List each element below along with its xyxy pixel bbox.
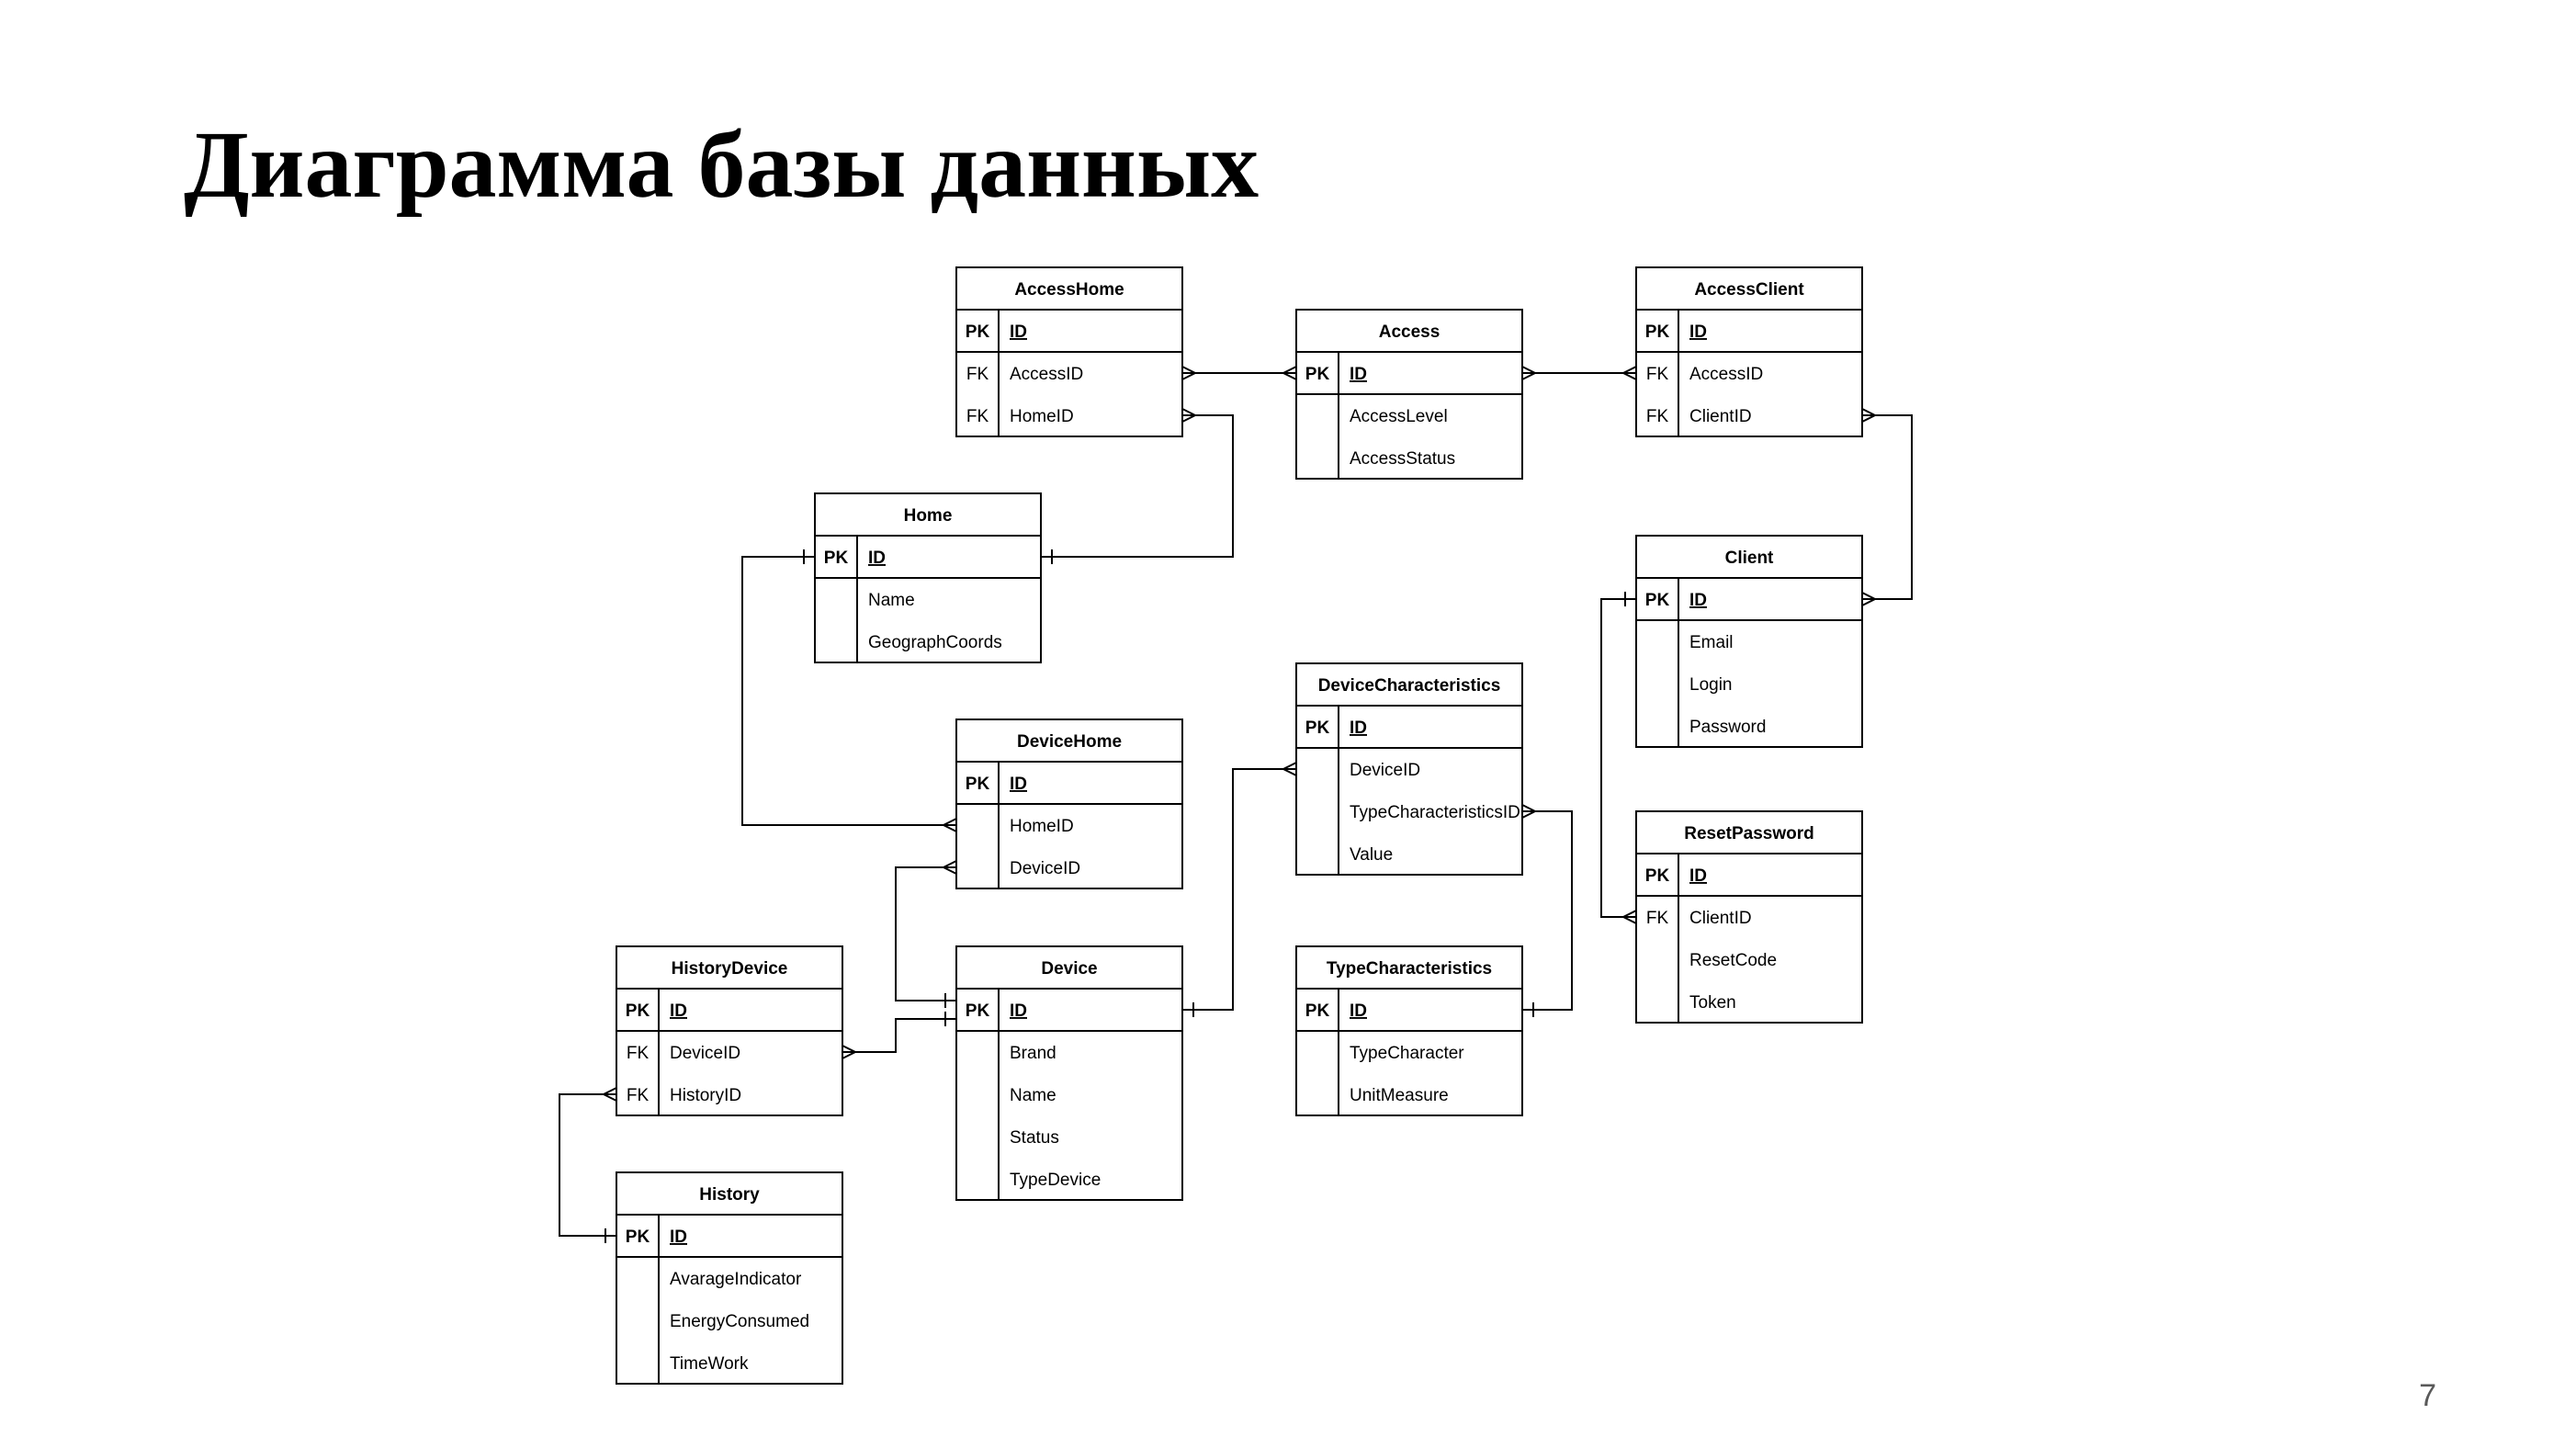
field-energy-consumed: EnergyConsumed bbox=[670, 1312, 809, 1331]
key-label: PK bbox=[1645, 322, 1670, 342]
field-name: Name bbox=[1010, 1086, 1056, 1105]
field-id: ID bbox=[1350, 1001, 1367, 1021]
relationship-connector bbox=[1861, 408, 1913, 606]
key-label: FK bbox=[966, 365, 989, 384]
relationship-connector bbox=[842, 1012, 956, 1059]
field-id: ID bbox=[670, 1001, 687, 1021]
entity-title: Device bbox=[1041, 959, 1097, 979]
field-password: Password bbox=[1689, 718, 1766, 737]
field-type-character: TypeCharacter bbox=[1350, 1044, 1464, 1063]
field-time-work: TimeWork bbox=[670, 1354, 749, 1374]
field-avarage-indicator: AvarageIndicator bbox=[670, 1270, 802, 1289]
field-type-device: TypeDevice bbox=[1010, 1171, 1101, 1190]
field-device-id: DeviceID bbox=[1010, 859, 1080, 878]
field-device-id: DeviceID bbox=[1350, 761, 1420, 780]
relationship-connector bbox=[1041, 408, 1234, 564]
field-id: ID bbox=[868, 549, 886, 568]
key-label: PK bbox=[1305, 1001, 1330, 1021]
field-id: ID bbox=[1010, 322, 1027, 342]
field-home-id: HomeID bbox=[1010, 407, 1074, 426]
key-label: FK bbox=[966, 407, 989, 426]
field-reset-code: ResetCode bbox=[1689, 951, 1777, 970]
field-id: ID bbox=[1689, 322, 1707, 342]
relationship-connector bbox=[559, 1087, 617, 1243]
key-label: PK bbox=[1305, 718, 1330, 738]
field-geograph-coords: GeographCoords bbox=[868, 633, 1002, 652]
entity-title: Access bbox=[1379, 322, 1441, 342]
field-access-id: AccessID bbox=[1010, 365, 1083, 384]
key-label: PK bbox=[626, 1001, 650, 1021]
field-access-status: AccessStatus bbox=[1350, 449, 1455, 469]
entity-title: ResetPassword bbox=[1684, 824, 1814, 843]
entity-title: DeviceCharacteristics bbox=[1318, 676, 1501, 696]
key-label: PK bbox=[824, 549, 849, 568]
field-access-level: AccessLevel bbox=[1350, 407, 1448, 426]
key-label: PK bbox=[966, 1001, 990, 1021]
field-id: ID bbox=[1689, 591, 1707, 610]
key-label: PK bbox=[1645, 866, 1670, 886]
key-label: PK bbox=[966, 322, 990, 342]
field-value: Value bbox=[1350, 845, 1393, 865]
field-name: Name bbox=[868, 591, 915, 610]
entity-title: AccessHome bbox=[1014, 280, 1124, 300]
relationship-connector bbox=[1182, 762, 1297, 1017]
field-device-id: DeviceID bbox=[670, 1044, 740, 1063]
field-brand: Brand bbox=[1010, 1044, 1056, 1063]
entity-title: History bbox=[699, 1185, 760, 1205]
key-label: FK bbox=[627, 1044, 650, 1063]
entity-title: Client bbox=[1725, 549, 1774, 568]
relationship-connector bbox=[741, 549, 957, 832]
field-status: Status bbox=[1010, 1128, 1059, 1148]
key-label: FK bbox=[627, 1086, 650, 1105]
relationship-connector bbox=[1521, 804, 1573, 1017]
field-history-id: HistoryID bbox=[670, 1086, 741, 1105]
field-client-id: ClientID bbox=[1689, 909, 1752, 928]
field-email: Email bbox=[1689, 633, 1734, 652]
key-label: PK bbox=[966, 775, 990, 794]
relationship-connector bbox=[1600, 592, 1637, 924]
field-id: ID bbox=[670, 1228, 687, 1247]
field-id: ID bbox=[1010, 775, 1027, 794]
entity-title: Home bbox=[904, 506, 953, 526]
key-label: FK bbox=[1646, 365, 1669, 384]
key-label: FK bbox=[1646, 909, 1669, 928]
key-label: PK bbox=[1305, 365, 1330, 384]
field-type-characteristics-id: TypeCharacteristicsID bbox=[1350, 803, 1520, 822]
field-access-id: AccessID bbox=[1689, 365, 1763, 384]
entity-title: DeviceHome bbox=[1017, 732, 1122, 752]
slide-title: Диаграмма базы данных bbox=[184, 112, 1260, 218]
field-id: ID bbox=[1350, 718, 1367, 738]
field-login: Login bbox=[1689, 675, 1733, 695]
page-number: 7 bbox=[2419, 1378, 2436, 1413]
field-token: Token bbox=[1689, 993, 1736, 1013]
entity-title: TypeCharacteristics bbox=[1327, 959, 1492, 979]
relationship-connector bbox=[1521, 366, 1637, 380]
field-client-id: ClientID bbox=[1689, 407, 1752, 426]
relationship-connector bbox=[1181, 366, 1297, 380]
field-home-id: HomeID bbox=[1010, 817, 1074, 836]
key-label: PK bbox=[626, 1228, 650, 1247]
field-id: ID bbox=[1350, 365, 1367, 384]
entity-title: AccessClient bbox=[1694, 280, 1804, 300]
entity-title: HistoryDevice bbox=[672, 959, 788, 979]
field-id: ID bbox=[1689, 866, 1707, 886]
field-unit-measure: UnitMeasure bbox=[1350, 1086, 1449, 1105]
key-label: PK bbox=[1645, 591, 1670, 610]
relationship-connector bbox=[895, 860, 957, 1008]
field-id: ID bbox=[1010, 1001, 1027, 1021]
key-label: FK bbox=[1646, 407, 1669, 426]
